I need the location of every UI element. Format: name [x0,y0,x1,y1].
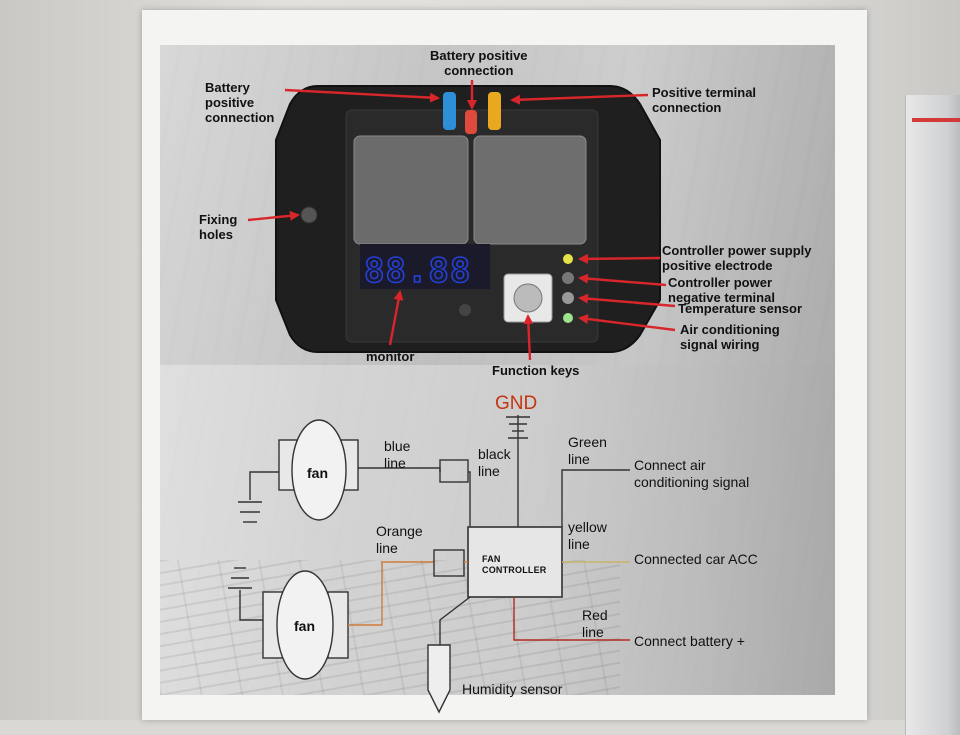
arrow-monitor [388,290,404,346]
connector-blue [439,459,469,483]
label-temperature-sensor: Temperature sensor [678,301,803,316]
terminal-blue [443,92,456,130]
display-digits: 88.88 [364,251,471,291]
label-humidity-sensor: Humidity sensor [462,681,563,697]
arrow-temperature [578,293,676,308]
label-blue-line: blue line [384,438,411,471]
terminal-gray-1 [562,272,574,284]
humidity-sensor-probe [427,644,451,714]
label-positive-terminal: Positive terminal connection [652,85,757,115]
label-monitor: monitor [366,349,415,364]
relay-left [353,135,469,245]
label-fan-controller: FAN CONTROLLER [482,554,547,575]
terminal-orange [488,92,501,130]
pointer-arrows [247,80,676,361]
screw-hole [459,304,471,316]
label-black-line: black line [478,446,511,479]
function-key-button[interactable] [513,283,543,313]
arrow-battery-left [284,88,440,103]
label-battery-positive-top: Battery positive connection [430,48,528,78]
label-red-line: Red line [582,607,608,640]
fixing-hole [300,206,318,224]
label-orange-line: Orange line [376,523,423,556]
orange-wire [348,561,434,626]
fan-top-body [291,419,347,521]
terminal-red [465,110,477,134]
label-controller-power-supply: Controller power supply positive electro… [662,243,812,273]
fan-bottom-label: fan [294,618,315,634]
fan-top-ground-wire [249,471,279,500]
humidity-sensor-wire [439,596,471,645]
label-battery-positive-left: Battery positive connection [205,80,275,125]
label-green-line: Green line [568,434,607,467]
wiring-diagram [228,415,630,714]
label-fixing-holes: Fixing holes [199,212,238,242]
bag-seal-strip [912,118,960,122]
display-window [360,244,490,289]
led-green [563,313,573,323]
terminal-gray-2 [562,292,574,304]
connector-orange [433,549,465,577]
diagram-graphics: 88.88 [228,80,676,714]
arrow-power-supply [578,253,661,264]
label-connect-battery: Connect battery + [634,633,745,649]
plastic-bag [905,95,960,735]
red-wire [513,597,630,641]
fan-top-label: fan [307,465,328,481]
label-controller-power-negative: Controller power negative terminal [668,275,775,305]
label-yellow-line: yellow line [568,519,607,552]
green-wire [561,469,630,527]
arrow-power-negative [578,273,667,287]
label-function-keys: Function keys [492,363,580,378]
arrow-ac-signal [578,314,676,332]
gnd-label: GND [495,393,537,414]
arrow-function-keys [523,314,534,361]
label-connected-car-acc: Connected car ACC [634,551,758,567]
label-connect-ac-signal: Connect air conditioning signal [634,457,750,490]
led-yellow [563,254,573,264]
fan-bottom-body [276,570,334,680]
arrow-fixing-holes [247,210,300,222]
label-air-conditioning-signal: Air conditioning signal wiring [680,322,780,352]
relay-right [473,135,587,245]
arrow-positive-terminal [510,93,649,105]
fan-bottom-ground-wire [239,590,263,621]
